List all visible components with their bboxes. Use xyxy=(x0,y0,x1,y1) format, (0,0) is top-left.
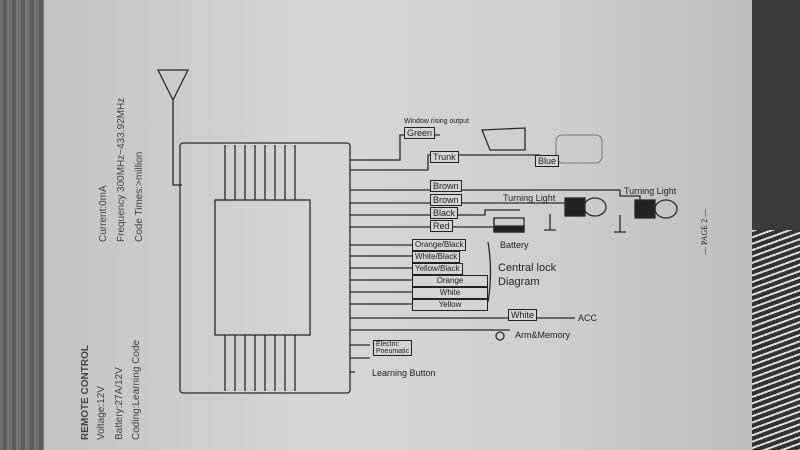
cl-wire-3: Yellow/Black xyxy=(412,263,463,275)
wire-brown-2: Brown xyxy=(430,194,462,206)
wire-lines xyxy=(350,134,641,373)
spec-coding: Coding:Learning Code xyxy=(131,339,142,440)
spec-battery: Battery:27A/12V xyxy=(114,367,125,440)
window-label: Window rising output xyxy=(404,118,469,125)
window-icon xyxy=(481,127,526,151)
bulb-1 xyxy=(583,197,607,217)
cl-wire-6: Yellow xyxy=(412,299,488,311)
spec-code-times: Code Times:>million xyxy=(134,151,145,242)
arm-memory-label: Arm&Memory xyxy=(515,330,571,340)
cl-wire-2: White/Black xyxy=(412,251,461,263)
acc-label: ACC xyxy=(578,313,598,323)
wire-red: Red xyxy=(430,220,453,232)
page-number: — PAGE 2 — xyxy=(700,208,709,255)
wood-table xyxy=(0,0,48,450)
turning-light-2: Turning Light xyxy=(624,186,677,196)
pneumatic-l2: Pneumatic xyxy=(376,348,410,355)
cl-wire-1: Orange/Black xyxy=(412,239,467,251)
acc-wire: White xyxy=(508,309,538,321)
wire-black: Black xyxy=(430,207,459,219)
brace xyxy=(487,241,492,303)
turn-light-1 xyxy=(564,197,586,217)
led-icon xyxy=(495,331,505,341)
learning-button-label: Learning Button xyxy=(372,368,436,378)
spec-frequency: Frequency 300MHz~433.92MHz xyxy=(116,97,127,242)
window-blinds xyxy=(752,230,800,450)
turn-light-2 xyxy=(634,199,656,219)
spec-voltage: Voltage:12V xyxy=(96,386,107,440)
spec-title: REMOTE CONTROL xyxy=(80,345,91,440)
spec-current: Current:0mA xyxy=(98,185,109,242)
car-icon xyxy=(555,134,603,164)
battery-label: Battery xyxy=(500,240,529,250)
cl-wire-5: White xyxy=(412,287,488,299)
antenna-icon xyxy=(156,69,190,186)
wire-blue: Blue xyxy=(535,155,560,167)
manual-page xyxy=(44,0,754,450)
wire-green: Green xyxy=(404,127,436,139)
wire-brown-1: Brown xyxy=(430,180,462,192)
central-lock-label-2: Diagram xyxy=(498,276,540,288)
bulb-2 xyxy=(654,199,678,219)
central-lock-label: Central lock xyxy=(498,262,557,274)
control-chip xyxy=(214,199,311,336)
cl-wire-4: Orange xyxy=(412,275,488,287)
wire-trunk: Trunk xyxy=(430,151,459,163)
unit-pins xyxy=(224,145,296,391)
ground-icons xyxy=(544,214,626,233)
pneumatic-l1: Electric xyxy=(376,341,399,348)
turning-light-1: Turning Light xyxy=(503,193,556,203)
